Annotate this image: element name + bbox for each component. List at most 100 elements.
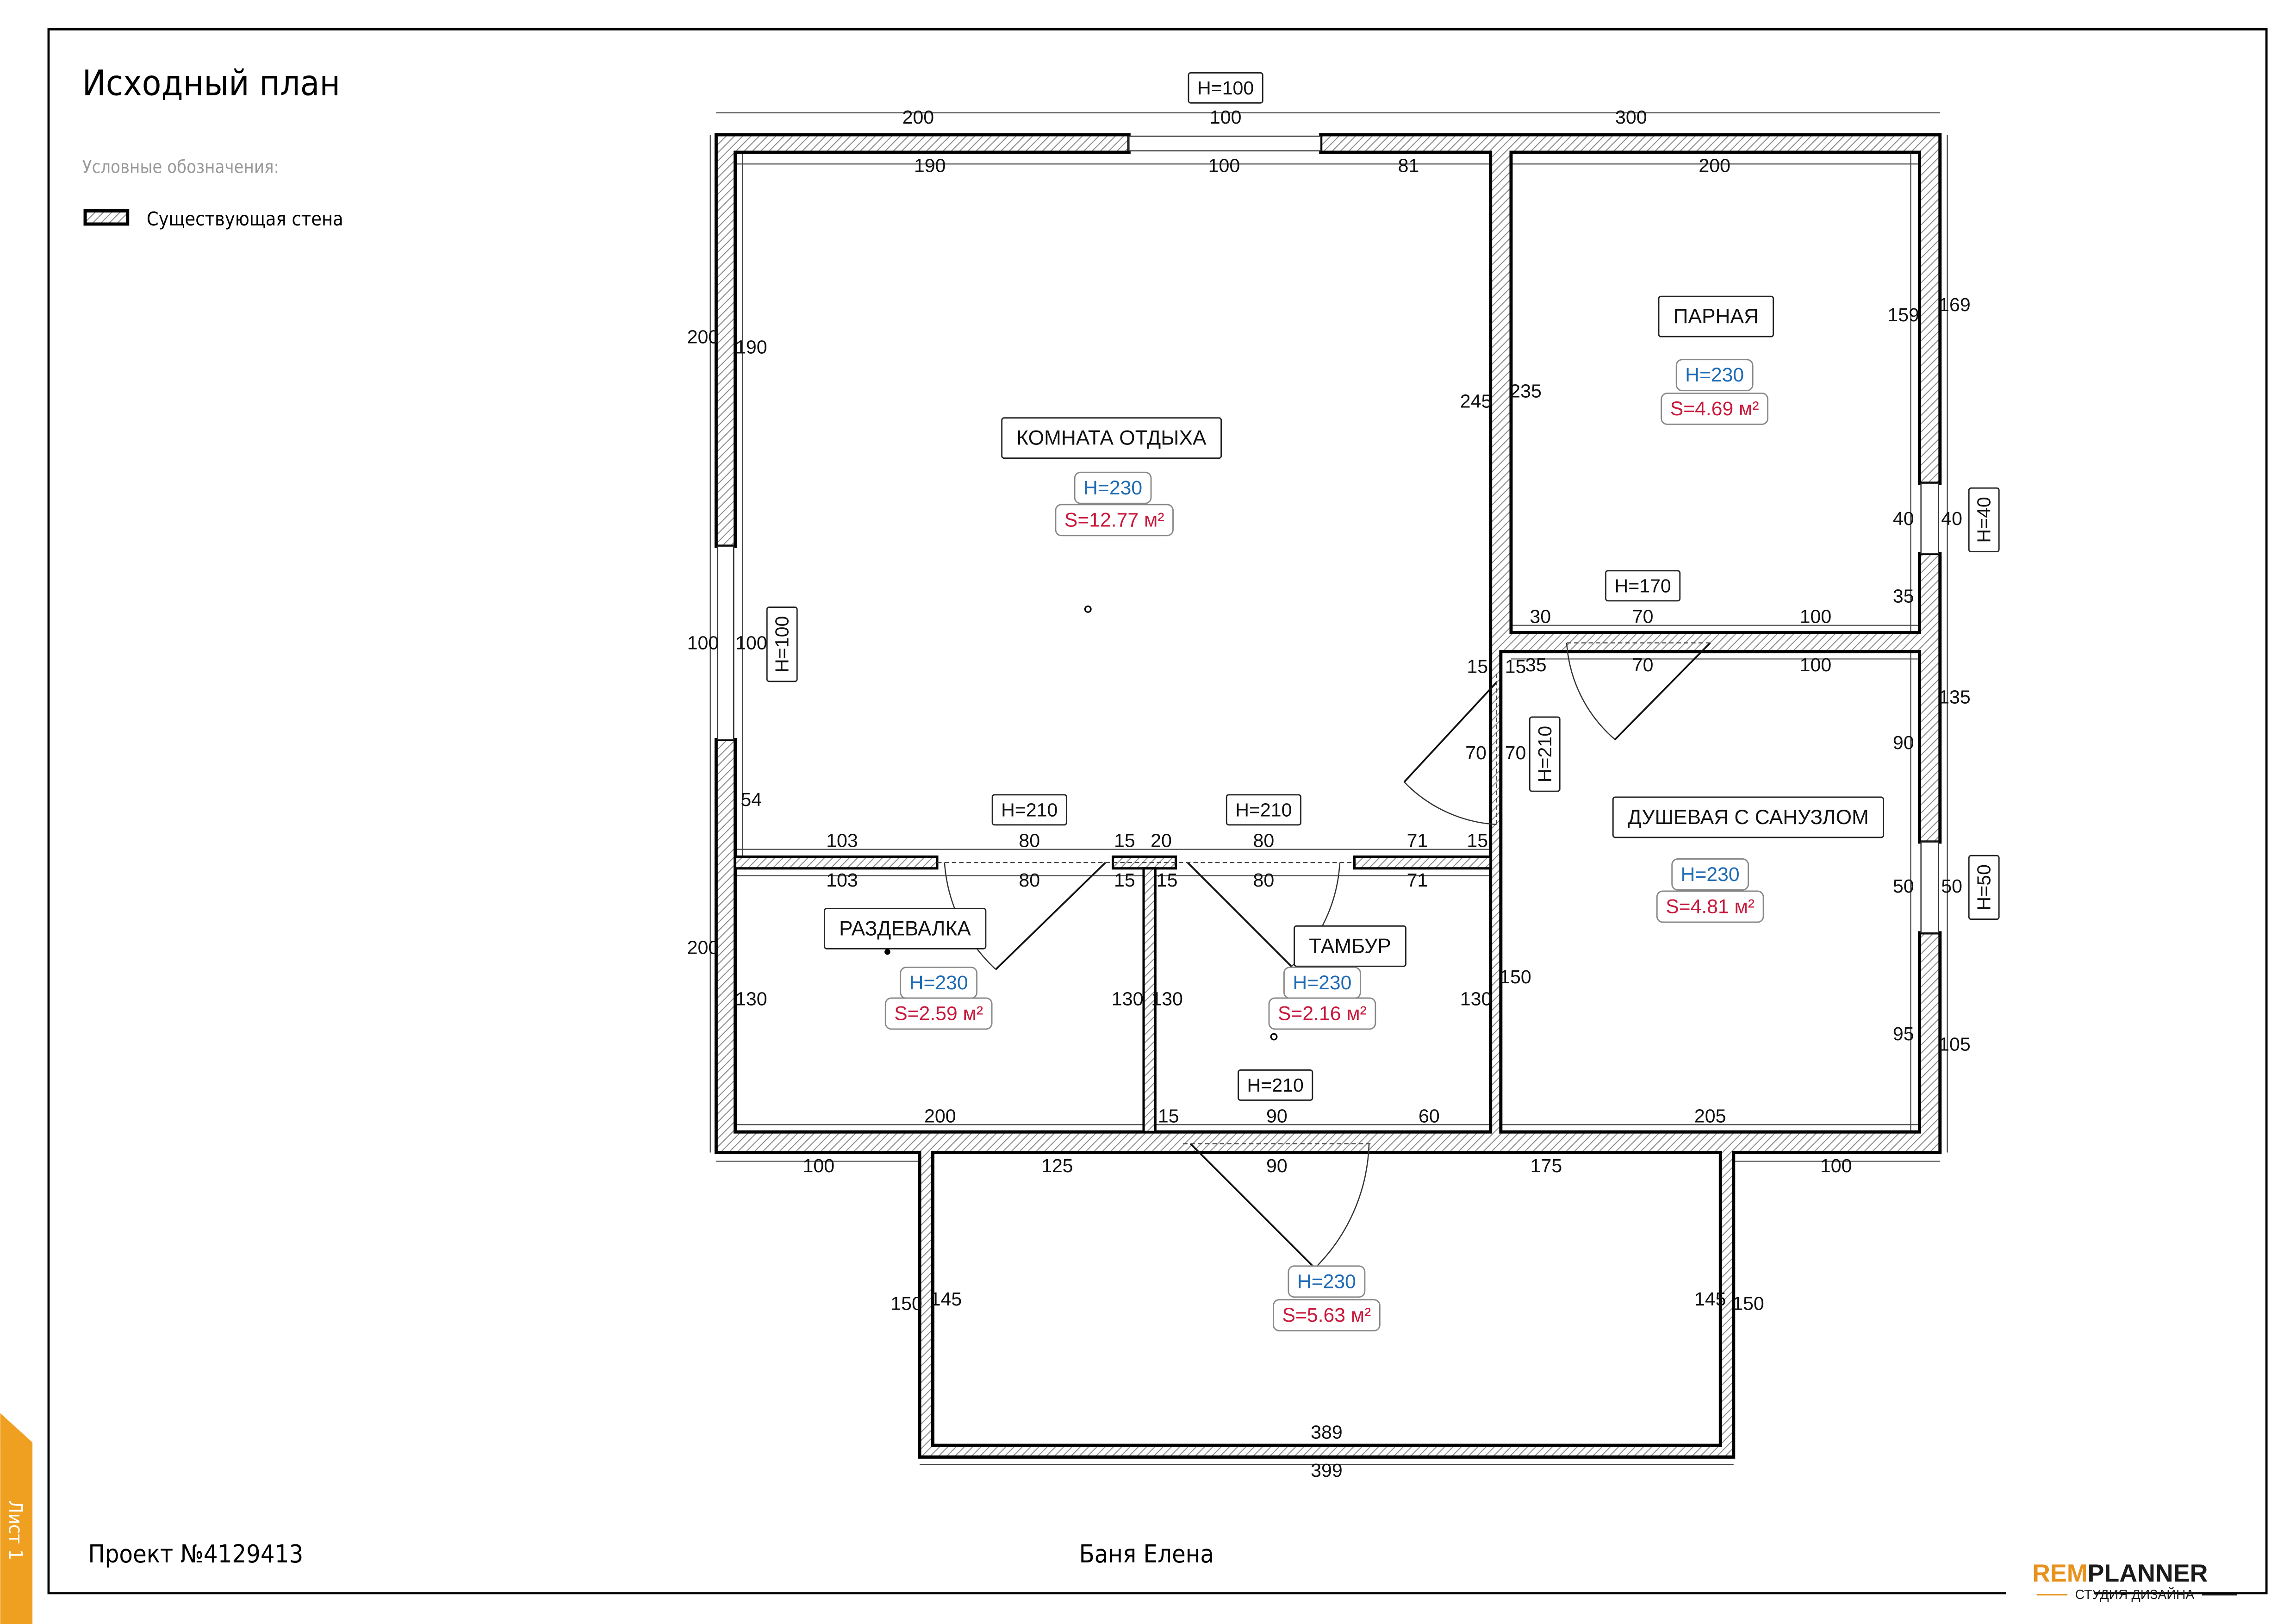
room-height: H=230 bbox=[1681, 863, 1740, 886]
dim-label: 300 bbox=[1615, 106, 1647, 128]
legend-wall-label: Существующая стена bbox=[147, 208, 343, 230]
opening-height-label: H=100 bbox=[1197, 77, 1254, 99]
opening-height-label: H=170 bbox=[1615, 575, 1671, 596]
dim-label: 200 bbox=[687, 937, 719, 958]
dim-label: 175 bbox=[1531, 1155, 1562, 1176]
window-top bbox=[1128, 135, 1322, 152]
label-frame bbox=[1968, 487, 2000, 553]
dimension-labels: 200 100 300 190 100 81 200 200 190 100 1… bbox=[687, 106, 1971, 1481]
room-tambur[interactable]: ТАМБУР H=230 S=2.16 м² bbox=[1268, 925, 1406, 1041]
room-height: H=230 bbox=[909, 972, 968, 994]
dim-label: 50 bbox=[1941, 875, 1962, 897]
dim-label: 50 bbox=[1893, 875, 1914, 897]
dim-label: 70 bbox=[1505, 742, 1526, 763]
dim-label: 103 bbox=[826, 830, 858, 851]
label-frame bbox=[1612, 796, 1884, 838]
dim-label: 100 bbox=[687, 632, 719, 654]
dim-label: 190 bbox=[914, 155, 946, 176]
label-frame bbox=[1294, 925, 1406, 967]
dim-label: 15 bbox=[1114, 830, 1135, 851]
room-terrace[interactable]: H=230 S=5.63 м² bbox=[1273, 1265, 1381, 1331]
dim-label: 100 bbox=[803, 1155, 834, 1176]
dim-label: 100 bbox=[1210, 106, 1242, 128]
dim-label: 95 bbox=[1893, 1023, 1914, 1044]
dim-label: 70 bbox=[1465, 742, 1487, 763]
room-area: S=2.59 м² bbox=[894, 1002, 983, 1024]
room-name: ТАМБУР bbox=[1309, 935, 1391, 957]
room-height: H=230 bbox=[1297, 1270, 1356, 1293]
dim-label: 130 bbox=[1112, 988, 1144, 1009]
door-leaf-razdevalka bbox=[995, 862, 1107, 970]
label-frame bbox=[991, 794, 1067, 826]
dim-label: 80 bbox=[1253, 869, 1275, 891]
room-name: КОМНАТА ОТДЫХА bbox=[1016, 427, 1207, 450]
door-leaf-parnaya bbox=[1614, 642, 1711, 740]
label-frame bbox=[1268, 997, 1376, 1030]
dim-label: 90 bbox=[1266, 1105, 1288, 1126]
opening-height-label: H=210 bbox=[1534, 726, 1556, 782]
label-frame bbox=[823, 907, 987, 949]
sheet-tab[interactable]: Лист 1 bbox=[0, 1413, 33, 1624]
dim-label: 200 bbox=[902, 106, 934, 128]
dim-label: 35 bbox=[1525, 654, 1547, 675]
dim-label: 205 bbox=[1694, 1105, 1726, 1126]
label-frame bbox=[1661, 393, 1769, 425]
dim-label: 150 bbox=[1500, 966, 1531, 987]
opening-height-label: H=210 bbox=[1235, 799, 1292, 820]
label-frame bbox=[766, 606, 798, 682]
label-frame bbox=[1055, 504, 1174, 537]
dim-label: 60 bbox=[1419, 1105, 1440, 1126]
project-number: Проект №4129413 bbox=[88, 1539, 303, 1568]
project-name: Баня Елена bbox=[1079, 1539, 1214, 1568]
dim-label: 200 bbox=[687, 326, 719, 348]
dim-label: 399 bbox=[1311, 1460, 1343, 1481]
window-right-upper bbox=[1920, 482, 1939, 554]
dim-label: 71 bbox=[1407, 830, 1428, 851]
label-frame bbox=[1656, 890, 1764, 923]
room-area: S=4.69 м² bbox=[1670, 398, 1759, 420]
room-area: S=2.16 м² bbox=[1278, 1002, 1367, 1024]
label-frame bbox=[1529, 716, 1561, 792]
dim-label: 150 bbox=[890, 1293, 922, 1314]
dim-label: 130 bbox=[1460, 988, 1492, 1009]
dim-label: 54 bbox=[740, 789, 762, 810]
room-height: H=230 bbox=[1083, 477, 1142, 499]
room-razdevalka[interactable]: РАЗДЕВАЛКА H=230 S=2.59 м² bbox=[823, 907, 993, 1030]
dim-label: 70 bbox=[1632, 654, 1654, 675]
dim-label: 15 bbox=[1467, 830, 1488, 851]
room-dushevaya[interactable]: ДУШЕВАЯ С САНУЗЛОМ H=230 S=4.81 м² bbox=[1612, 796, 1884, 923]
opening-height-label: H=210 bbox=[1001, 799, 1058, 820]
dim-label: 103 bbox=[826, 869, 858, 891]
room-area: S=4.81 м² bbox=[1666, 895, 1755, 918]
dim-label: 105 bbox=[1939, 1033, 1971, 1055]
dim-label: 125 bbox=[1041, 1155, 1073, 1176]
room-area: S=12.77 м² bbox=[1064, 509, 1164, 531]
label-frame bbox=[1226, 794, 1301, 826]
label-frame bbox=[1288, 1265, 1366, 1298]
label-frame bbox=[1968, 855, 2000, 920]
room-komnata-otdykha[interactable]: КОМНАТА ОТДЫХА H=230 S=12.77 м² bbox=[1001, 417, 1222, 613]
label-frame bbox=[1238, 1069, 1313, 1101]
room-area: S=5.63 м² bbox=[1282, 1304, 1371, 1326]
label-frame bbox=[1658, 295, 1774, 337]
label-frame bbox=[1675, 359, 1754, 392]
dim-label: 100 bbox=[735, 632, 767, 654]
window-left bbox=[717, 545, 734, 740]
room-height: H=230 bbox=[1685, 364, 1744, 386]
dim-label: 15 bbox=[1467, 656, 1488, 677]
label-frame bbox=[1671, 858, 1749, 891]
dim-label: 150 bbox=[1732, 1293, 1764, 1314]
opening-height-label: H=210 bbox=[1247, 1074, 1304, 1096]
dim-label: 389 bbox=[1311, 1422, 1343, 1443]
dim-label: 245 bbox=[1460, 391, 1492, 412]
dim-label: 15 bbox=[1158, 1105, 1179, 1126]
dim-label: 20 bbox=[1151, 830, 1172, 851]
dim-label: 70 bbox=[1632, 606, 1654, 627]
windows bbox=[717, 135, 1939, 934]
door-leaf-entrance bbox=[1189, 1143, 1316, 1269]
room-parnaya[interactable]: ПАРНАЯ H=230 S=4.69 м² bbox=[1658, 295, 1774, 425]
dim-label: 40 bbox=[1941, 508, 1962, 529]
dim-label: 35 bbox=[1893, 585, 1914, 606]
door-leaf-tambur bbox=[1187, 862, 1292, 968]
door-leaf-shower bbox=[1403, 681, 1497, 783]
